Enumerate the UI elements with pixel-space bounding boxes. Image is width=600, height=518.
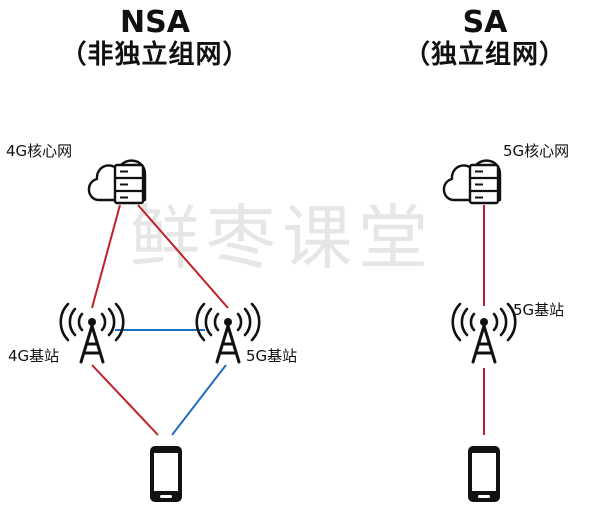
nsa-links [91, 204, 229, 436]
watermark: 鲜枣课堂 [130, 197, 434, 279]
nsa-core-cloud-icon [87, 159, 147, 205]
nsa-title: NSA [120, 5, 190, 40]
nsa-phone-icon [150, 446, 182, 502]
sa-core-label: 5G核心网 [503, 142, 570, 160]
nsa-5g-base-station-label: 5G基站 [246, 347, 298, 365]
nsa-4g-antenna-icon [59, 302, 125, 364]
nsa-title-block: NSA （非独立组网） [30, 5, 280, 70]
link-5g-to-phone [171, 364, 227, 436]
sa-core-cloud-icon [442, 159, 502, 205]
nsa-4g-base-station-label: 4G基站 [8, 347, 60, 365]
sa-subtitle: （独立组网） [403, 39, 566, 70]
sa-5g-antenna-icon [451, 302, 517, 364]
sa-phone-icon [468, 446, 500, 502]
sa-title: SA [462, 5, 508, 40]
link-4g-to-phone [91, 364, 159, 436]
sa-title-block: SA （独立组网） [385, 5, 585, 70]
nsa-core-label: 4G核心网 [6, 142, 73, 160]
link-core-to-5g [137, 204, 229, 309]
nsa-subtitle: （非独立组网） [60, 39, 250, 70]
link-core-to-4g [91, 204, 121, 309]
sa-5g-base-station-label: 5G基站 [513, 301, 565, 319]
